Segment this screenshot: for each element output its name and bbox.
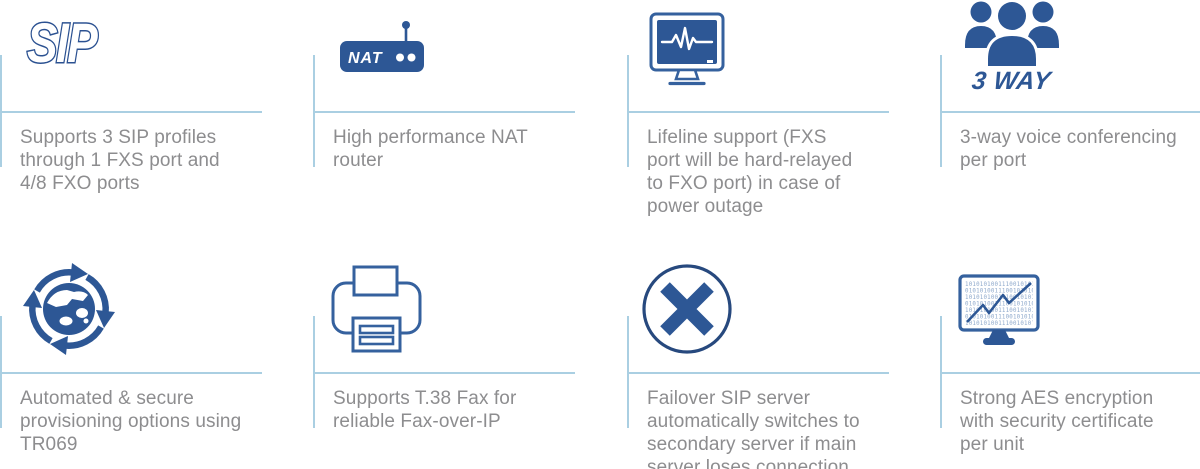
divider	[0, 316, 2, 428]
lifeline-monitor-icon	[649, 12, 725, 86]
divider	[940, 55, 942, 167]
divider	[940, 316, 942, 428]
feature-card-fax: Supports T.38 Fax for reliable Fax-over-…	[313, 261, 575, 469]
feature-text: Strong AES encryption with security cert…	[960, 388, 1154, 455]
fax-printer-icon	[331, 265, 422, 353]
svg-text:0101010011100101010: 0101010011100101010	[965, 302, 1035, 308]
feature-card-aes: 1010101001110010101 0101010011100101010 …	[940, 261, 1200, 469]
icon-area	[627, 261, 889, 374]
feature-card-sip: SIP Supports 3 SIP profiles through 1 FX…	[0, 0, 262, 235]
feature-text: High performance NAT router	[333, 127, 528, 171]
svg-text:0101010011100101010: 0101010011100101010	[965, 289, 1035, 295]
feature-text: Supports T.38 Fax for reliable Fax-over-…	[333, 388, 517, 432]
feature-card-lifeline: Lifeline support (FXS port will be hard-…	[627, 0, 889, 235]
aes-encryption-monitor-icon: 1010101001110010101 0101010011100101010 …	[958, 274, 1040, 345]
icon-area	[0, 261, 262, 374]
feature-text: Failover SIP server automatically switch…	[647, 388, 860, 469]
divider	[627, 55, 629, 167]
divider	[0, 55, 2, 167]
provisioning-globe-icon	[22, 263, 116, 356]
feature-text: Supports 3 SIP profiles through 1 FXS po…	[20, 127, 220, 194]
icon-area: SIP	[0, 0, 262, 113]
three-way-people-icon	[965, 0, 1059, 66]
icon-area	[313, 261, 575, 374]
feature-text: 3-way voice conferencing per port	[960, 127, 1177, 171]
icon-area: NAT	[313, 0, 575, 113]
feature-card-provisioning: Automated & secure provisioning options …	[0, 261, 262, 469]
feature-card-nat: NAT High performance NAT router	[313, 0, 575, 235]
svg-text:0101010011100101010: 0101010011100101010	[965, 315, 1035, 321]
failover-x-icon	[642, 264, 732, 354]
svg-text:SIP: SIP	[27, 15, 98, 71]
sip-logo-icon: SIP	[26, 15, 102, 71]
svg-text:NAT: NAT	[348, 50, 383, 67]
three-way-label: 3 WAY	[970, 67, 1053, 95]
feature-card-3way: 3 WAY 3-way voice conferencing per port	[940, 0, 1200, 235]
icon-area: 1010101001110010101 0101010011100101010 …	[940, 261, 1200, 374]
svg-text:1010101001110010101: 1010101001110010101	[965, 295, 1035, 301]
divider	[313, 55, 315, 167]
icon-area	[627, 0, 889, 113]
icon-area: 3 WAY	[940, 0, 1200, 113]
feature-text: Lifeline support (FXS port will be hard-…	[647, 127, 853, 217]
svg-text:1010101001110010101: 1010101001110010101	[965, 282, 1035, 288]
divider	[313, 316, 315, 428]
svg-text:1010101001110010101: 1010101001110010101	[965, 308, 1035, 314]
nat-router-icon: NAT	[340, 21, 424, 72]
svg-text:1010101001110010101: 1010101001110010101	[965, 321, 1035, 327]
feature-text: Automated & secure provisioning options …	[20, 388, 242, 455]
feature-card-failover: Failover SIP server automatically switch…	[627, 261, 889, 469]
divider	[627, 316, 629, 428]
